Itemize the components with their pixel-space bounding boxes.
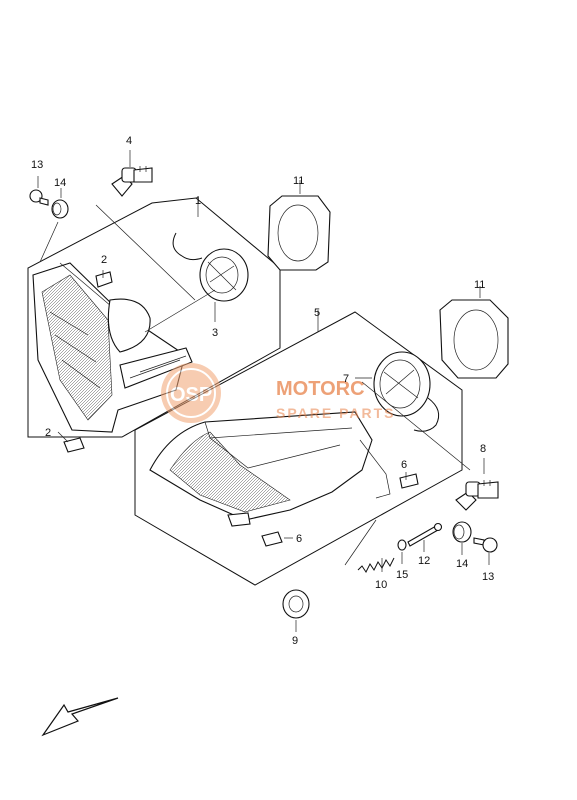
retainer-ring-upper: [267, 180, 331, 271]
callout-14-lower: 14: [456, 558, 468, 570]
callout-9: 9: [292, 635, 298, 647]
screw-lower: [473, 537, 498, 565]
callout-15: 15: [396, 569, 408, 581]
callout-6-right: 6: [401, 459, 407, 471]
screw-upper: [29, 176, 49, 206]
callout-7: 7: [343, 373, 349, 385]
callout-4: 4: [126, 135, 132, 147]
callout-3: 3: [212, 327, 218, 339]
grommet-lower: [452, 521, 472, 555]
front-direction-arrow-icon: [41, 697, 119, 737]
bulb-upper: [111, 150, 153, 197]
callout-6-lower: 6: [296, 533, 302, 545]
watermark-line2: SPARE PARTS: [276, 405, 396, 421]
callout-12: 12: [418, 555, 430, 567]
callout-5: 5: [314, 307, 320, 319]
retainer-ring-lower: [439, 286, 509, 379]
adjuster-washer: [397, 539, 407, 564]
headlamp-assembly-upper: [27, 196, 281, 453]
grommet-upper: [51, 188, 69, 219]
callout-2-bottom: 2: [45, 427, 51, 439]
watermark-line1: MOTORC: [276, 378, 365, 400]
bulb-lower: [455, 458, 499, 511]
callout-2-top: 2: [101, 254, 107, 266]
watermark-logo: OSP: [161, 363, 221, 423]
adjuster-spring: [357, 557, 395, 573]
svg-text:OSP: OSP: [170, 384, 212, 406]
callout-1: 1: [195, 195, 201, 207]
rubber-cap: [282, 589, 310, 632]
callout-10: 10: [375, 579, 387, 591]
callout-13-upper: 13: [31, 159, 43, 171]
callout-13-lower: 13: [482, 571, 494, 583]
callout-11-lower: 11: [474, 279, 485, 291]
adjuster-screw: [407, 522, 443, 552]
callout-8: 8: [480, 443, 486, 455]
callout-11-upper: 11: [293, 175, 304, 187]
headlamp-assembly-lower: [134, 310, 471, 586]
callout-14-upper: 14: [54, 177, 66, 189]
